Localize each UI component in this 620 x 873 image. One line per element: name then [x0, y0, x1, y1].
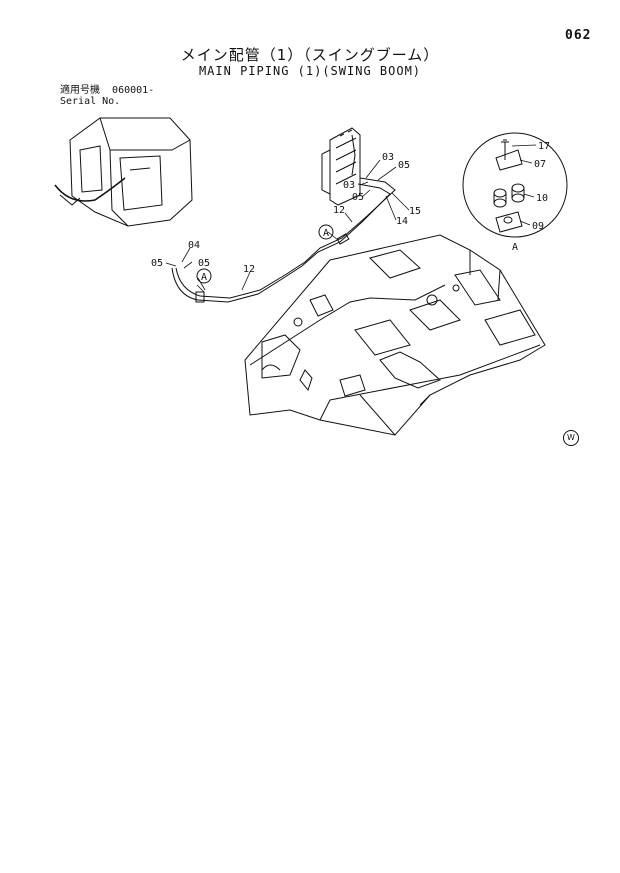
callout-10: 10: [536, 193, 548, 204]
serial-value: 060001-: [112, 85, 155, 96]
serial-block: 適用号機 060001- Serial No.: [60, 85, 154, 107]
callout-03: 03: [343, 180, 355, 191]
callout-05: 05: [198, 258, 210, 269]
page-number: 062: [565, 28, 592, 43]
callout-05: 05: [398, 160, 410, 171]
callout-04: 04: [188, 240, 200, 251]
title-english: MAIN PIPING (1)(SWING BOOM): [198, 64, 422, 78]
serial-label-en: Serial No.: [60, 96, 121, 107]
cab-thumbnail: [54, 117, 193, 227]
callout-05: 05: [151, 258, 163, 269]
watermark-symbol: W: [563, 430, 579, 446]
marker-a1: A: [323, 228, 329, 239]
serial-label-jp: 適用号機: [60, 85, 100, 96]
callout-15: 15: [409, 206, 421, 217]
marker-a2: A: [201, 272, 207, 283]
marker-a1-circle: [318, 224, 334, 240]
callout-14: 14: [396, 216, 408, 227]
callout-12: 12: [333, 205, 345, 216]
main-frame: [244, 234, 546, 436]
title-japanese: メイン配管（1）（スイングブーム）: [180, 46, 440, 64]
callout-07: 07: [534, 159, 546, 170]
callout-09: 09: [532, 221, 544, 232]
callout-03: 03: [382, 152, 394, 163]
callout-12: 12: [243, 264, 255, 275]
detail-a-circle: [462, 132, 568, 238]
marker-a2-circle: [196, 268, 212, 284]
detail-a-label: A: [512, 242, 518, 253]
callout-05: 05: [352, 192, 364, 203]
control-valve: [321, 127, 361, 206]
leader-lines: [165, 144, 537, 293]
hose-lines: [171, 177, 396, 303]
callout-17: 17: [538, 141, 550, 152]
